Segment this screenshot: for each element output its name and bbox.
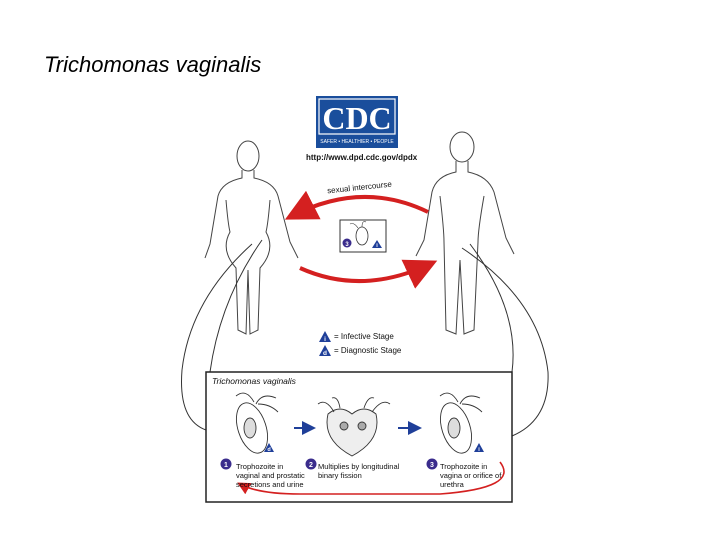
arrow-female-to-male [299,259,438,289]
stage1-trophozoite [235,392,279,454]
cdc-url: http://www.dpd.cdc.gov/dpdx [306,153,418,162]
female-figure [204,140,299,335]
slide-title: Trichomonas vaginalis [44,52,262,77]
curve-right-2 [469,243,514,373]
legend-diagnostic-label: = Diagnostic Stage [334,346,402,355]
stage1-caption: Trophozoite in vaginal and prostatic sec… [236,462,305,489]
legend-infective-label: = Infective Stage [334,332,394,341]
arrow-stage3-to-1 [237,461,505,495]
stage2-caption: Multiplies by longitudinal binary fissio… [318,462,400,480]
cdc-tagline: SAFER • HEALTHIER • PEOPLE [320,139,394,145]
stage1-tag: d [267,447,270,453]
legend-infective-symbol: i [324,336,326,343]
center-stage-tag: i [376,243,378,249]
center-stage-number: 3 [345,242,349,248]
stage2-number: 2 [309,462,313,469]
legend-infective-icon [319,331,331,342]
curve-left [181,243,253,431]
curve-right [461,247,549,437]
inset-title: Trichomonas vaginalis [212,376,296,386]
curve-left-2 [209,239,263,373]
stage3-caption: Trophozoite in vagina or orifice of uret… [440,462,502,489]
legend-diagnostic-icon [319,345,331,356]
center-panel: 3 i [339,219,387,253]
stage3-trophozoite [439,392,483,454]
legend-diagnostic-symbol: d [323,350,327,357]
cdc-wordmark: CDC [322,100,391,136]
stage3-number: 3 [430,462,434,469]
cdc-logo: CDC SAFER • HEALTHIER • PEOPLE [316,96,398,148]
stage1-number: 1 [224,462,228,469]
stage2-dividing [317,397,391,457]
male-figure [415,131,515,335]
arrow-male-to-female [284,190,429,220]
stage3-tag: i [478,447,480,453]
